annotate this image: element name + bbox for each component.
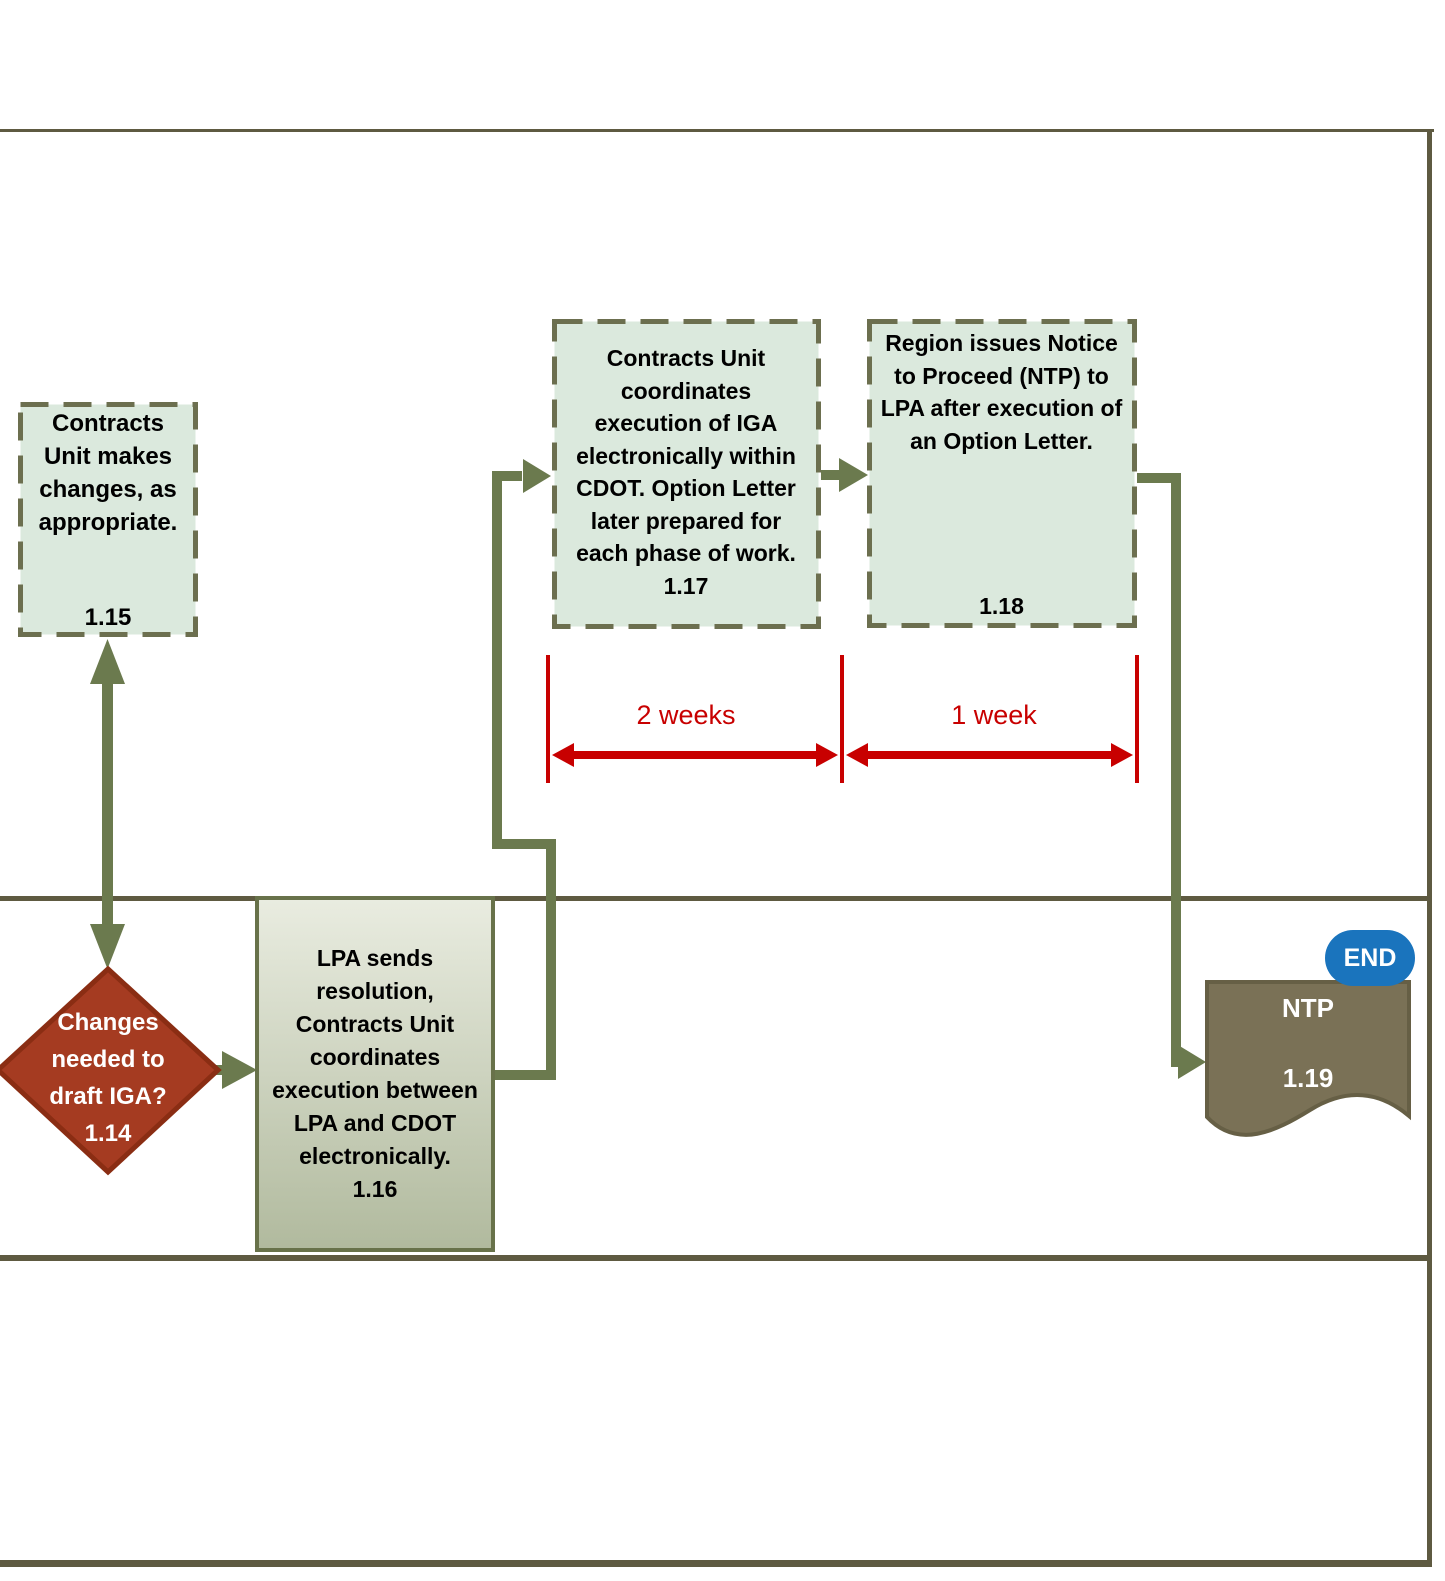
document-1-19-label: NTP — [1282, 993, 1334, 1023]
end-badge-label: END — [1343, 943, 1397, 972]
arrowhead-right-icon — [1178, 1045, 1206, 1079]
one-week-arrowhead-right-icon — [1111, 743, 1133, 767]
swimlane-lines — [0, 129, 1434, 1567]
two-weeks-arrowhead-right-icon — [816, 743, 838, 767]
step-1-17-box — [552, 319, 821, 629]
step-1-16-id: 1.16 — [352, 1176, 398, 1202]
end-badge: END — [1325, 930, 1415, 986]
step-1-18-id: 1.18 — [979, 593, 1024, 619]
step-1-15-box — [18, 402, 198, 637]
connector-1-16-to-1-17 — [492, 471, 556, 1080]
two-weeks-arrowhead-left-icon — [552, 743, 574, 767]
duration-label-one-week: 1 week — [951, 700, 1037, 730]
arrowhead-right-icon — [839, 458, 868, 492]
step-1-15-id: 1.15 — [84, 604, 132, 631]
arrowhead-down-icon — [90, 924, 125, 969]
step-1-17-id: 1.17 — [663, 572, 709, 599]
arrowhead-right-icon — [222, 1051, 257, 1089]
decision-1-14-id: 1.14 — [84, 1120, 132, 1147]
duration-label-two-weeks: 2 weeks — [636, 700, 736, 730]
document-1-19-id: 1.19 — [1282, 1063, 1334, 1093]
arrowhead-up-icon — [90, 639, 125, 684]
arrowhead-right-icon — [523, 459, 551, 493]
one-week-arrowhead-left-icon — [846, 743, 868, 767]
step-1-18-box — [867, 319, 1137, 628]
document-1-19-shape — [1205, 980, 1411, 1137]
decision-1-14-diamond — [0, 965, 222, 1176]
dashed-step-boxes — [18, 319, 1137, 637]
timeline-dimensions — [546, 655, 1139, 783]
connector-1-18-to-1-19 — [1137, 473, 1181, 1067]
